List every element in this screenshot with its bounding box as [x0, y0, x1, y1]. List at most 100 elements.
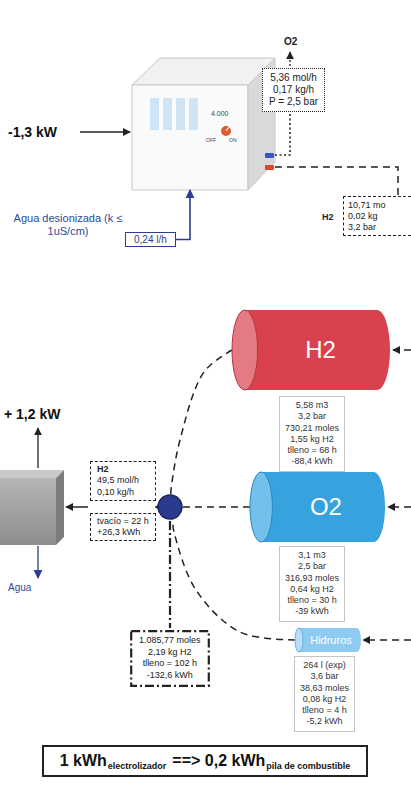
- value-text: -39 kWh: [285, 606, 339, 617]
- power-arrow: [80, 131, 130, 132]
- hydride-inlet: [363, 639, 411, 641]
- electrolyzer: [132, 58, 275, 190]
- connector: [275, 167, 398, 196]
- flow-value: +26,3 kWh: [97, 527, 149, 538]
- power-label: -1,3 kW: [8, 124, 57, 140]
- cylinder-body: [261, 472, 385, 542]
- connector: [275, 112, 290, 155]
- electrolyzer-front: [132, 85, 248, 190]
- cylinder-end: [295, 628, 303, 652]
- flow-callout: H249,5 mol/h0,10 kg/h tvacío = 22 h+26,3 …: [90, 461, 156, 541]
- total-box: 1.085,77 moles2,19 kg H2tlleno = 102 h-1…: [130, 630, 210, 687]
- o2-tank: O2: [250, 472, 385, 542]
- callout-heading: H2: [322, 212, 334, 223]
- o2-port: [265, 153, 274, 158]
- value-text: P = 2,5 bar: [269, 96, 318, 108]
- value-text: 3,6 bar: [300, 671, 349, 682]
- junction-dot: [158, 495, 182, 519]
- power-out-arrow: [37, 428, 38, 468]
- o2-out-arrow: [289, 52, 290, 66]
- o2-inlet: [388, 506, 411, 508]
- electrolyzer-window: [163, 98, 172, 130]
- fuel-cell: [0, 470, 64, 545]
- hydride-tank: Hidruros: [295, 628, 361, 652]
- h2-port: [265, 165, 274, 170]
- power-label: + 1,2 kW: [4, 406, 60, 422]
- electrolyzer-window: [189, 98, 198, 130]
- dashdot-outline: [131, 631, 209, 686]
- value-text: -5,2 kWh: [300, 716, 349, 727]
- electrolyzer-knob: [221, 126, 231, 136]
- fuel-cell-side: [56, 470, 64, 545]
- cylinder-body: [245, 310, 390, 390]
- water-out-arrow: [37, 546, 38, 578]
- electrolyzer: 4.000OFF ON: [132, 58, 275, 190]
- subscript: pila de combustible: [266, 761, 350, 771]
- value-text: 3,2 bar: [285, 411, 339, 422]
- flow-box: 0,24 l/h: [125, 232, 176, 247]
- flow-value: 49,5 mol/h: [97, 475, 149, 486]
- tank-name: O2: [310, 493, 342, 521]
- output-gas-label: O2: [284, 36, 297, 47]
- value-text: 5,36 mol/h: [269, 72, 318, 84]
- flow-callout: 5,36 mol/h0,17 kg/hP = 2,5 bar: [262, 68, 325, 112]
- panel-text: 4.000: [211, 110, 229, 117]
- tank-name: Hidruros: [310, 634, 352, 646]
- fuel-cell-front: [0, 478, 56, 545]
- fuel-cell-top: [0, 470, 64, 478]
- knob-mark: [226, 127, 229, 131]
- value-text: 2,5 bar: [285, 561, 339, 572]
- value-text: 264 l (exp): [300, 660, 349, 671]
- value-text: 0,24 l/h: [134, 234, 167, 245]
- flow-callout-part: H249,5 mol/h0,10 kg/h: [90, 461, 156, 501]
- cylinder-body: [299, 628, 361, 652]
- ratio-box: 1 kWhelectrolizador ==> 0,2 kWhpila de co…: [42, 745, 368, 777]
- h2-feed-arrow: [66, 506, 88, 508]
- value-text: 1,55 kg H2: [285, 434, 339, 445]
- h2-inlet: [393, 349, 411, 351]
- value-text: tlleno = 30 h: [285, 595, 339, 606]
- value-text: 0,02 kg: [348, 211, 407, 222]
- ratio-text: 1 kWh: [60, 752, 107, 770]
- value-text: 5,58 m3: [285, 400, 339, 411]
- connector: [156, 350, 232, 508]
- info-box: 5,58 m33,2 bar730,21 moles1,55 kg H2tlle…: [279, 396, 345, 472]
- value-text: 1.085,77 moles: [139, 635, 201, 647]
- value-text: tlleno = 68 h: [285, 445, 339, 456]
- value-text: tlleno = 4 h: [300, 705, 349, 716]
- ratio-text: ==> 0,2 kWh: [172, 752, 265, 770]
- subscript: electrolizador: [108, 761, 167, 771]
- panel-text: ON: [229, 138, 237, 143]
- value-text: tlleno = 102 h: [139, 658, 201, 670]
- flow-callout: H210,71 mo0,02 kg3,2 bar: [343, 196, 411, 236]
- value-text: 316,93 moles: [285, 573, 339, 584]
- h2-tank: H2: [232, 310, 390, 390]
- value-text: 3,2 bar: [348, 222, 407, 233]
- flow-value: H2: [97, 464, 149, 475]
- value-text: 3,1 m3: [285, 550, 339, 561]
- value-text: 0,64 kg H2: [285, 584, 339, 595]
- value-text: -132,6 kWh: [139, 670, 201, 682]
- water-label: Agua desionizada (k ≤ 1uS/cm): [13, 212, 123, 238]
- value-text: 10,71 mo: [348, 200, 407, 211]
- value-text: 730,21 moles: [285, 423, 339, 434]
- cylinder-end: [232, 310, 258, 390]
- total-leader: [169, 521, 171, 628]
- value-text: 0,08 kg H2: [300, 694, 349, 705]
- value-text: 2,19 kg H2: [139, 647, 201, 659]
- water-label: Agua: [8, 582, 31, 593]
- flow-value: tvacío = 22 h: [97, 516, 149, 527]
- tank-name: H2: [305, 336, 336, 364]
- info-box: 264 l (exp)3,6 bar38,63 moles0,08 kg H2t…: [294, 656, 355, 732]
- info-box: 3,1 m32,5 bar316,93 moles0,64 kg H2tllen…: [279, 546, 345, 622]
- value-text: 38,63 moles: [300, 683, 349, 694]
- cylinder-end: [250, 472, 272, 542]
- value-text: -88,4 kWh: [285, 456, 339, 467]
- flow-callout-part: tvacío = 22 h+26,3 kWh: [90, 513, 156, 542]
- connector: [176, 190, 190, 240]
- panel-text: OFF: [206, 138, 216, 143]
- electrolyzer-window: [150, 98, 159, 130]
- value-text: 0,17 kg/h: [269, 84, 318, 96]
- flow-value: 0,10 kg/h: [97, 487, 149, 498]
